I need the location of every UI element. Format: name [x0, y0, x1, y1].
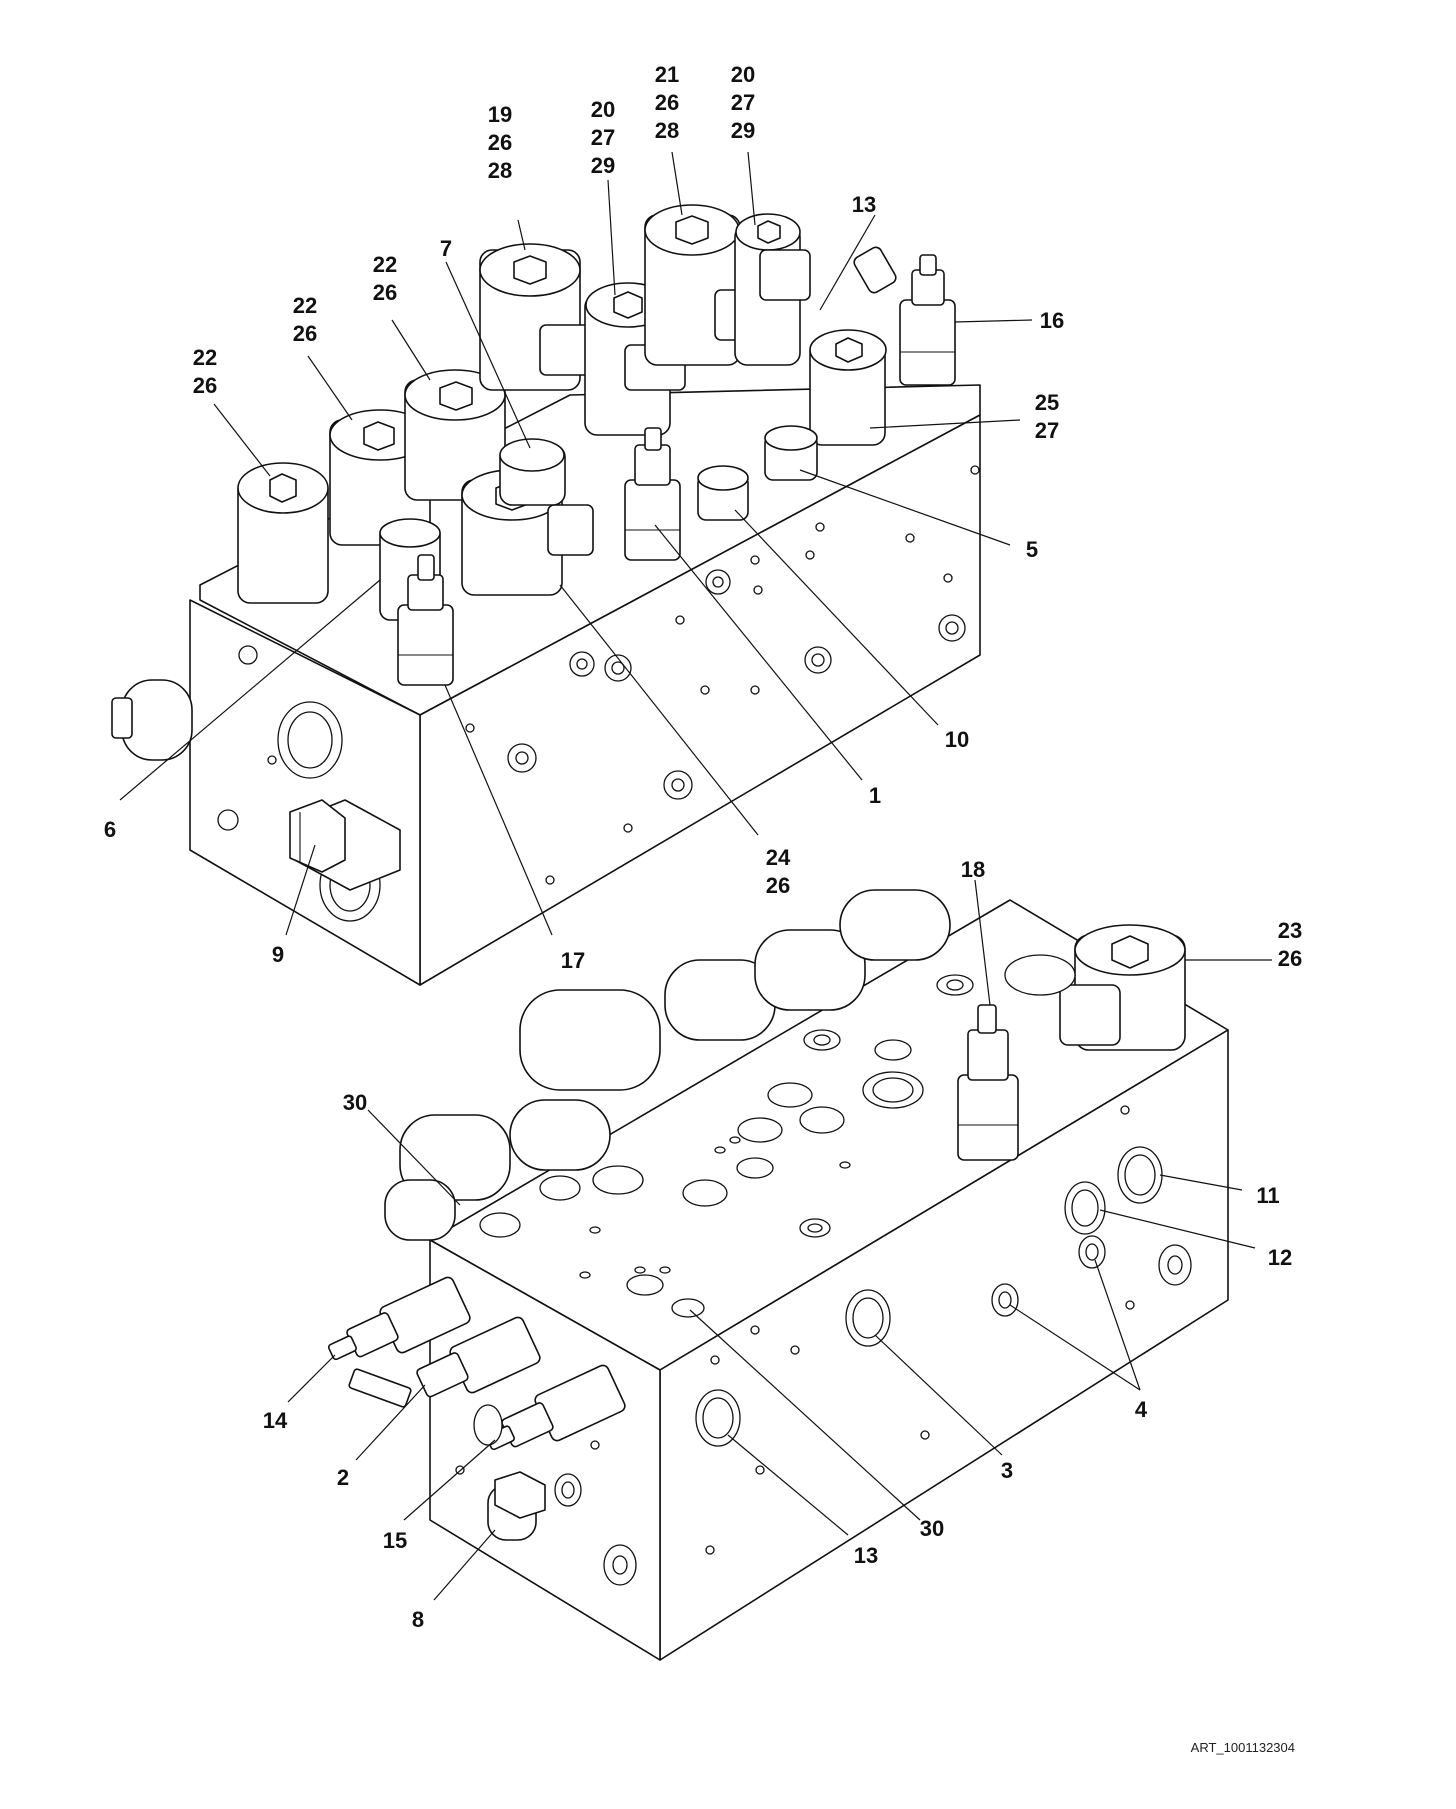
callout-12: 12	[1268, 1245, 1292, 1270]
callout-10: 10	[945, 727, 969, 752]
pin-hole	[267, 755, 277, 765]
callout-18: 18	[961, 857, 985, 882]
callout-5: 5	[1026, 537, 1038, 562]
callout-1: 1	[869, 783, 881, 808]
callout-14: 14	[263, 1408, 288, 1433]
cartridge-14	[327, 1276, 471, 1361]
callout-4: 4	[1135, 1397, 1148, 1422]
cartridge-17	[397, 554, 454, 686]
callout-15: 15	[383, 1528, 407, 1553]
callout-17: 17	[561, 948, 585, 973]
cartridge-valves-upper	[397, 246, 956, 686]
coil-25	[809, 329, 887, 446]
cartridge-1	[624, 427, 681, 561]
side-face-ports	[455, 1105, 1192, 1586]
callout-2: 2	[337, 1465, 349, 1490]
coil-23	[1059, 924, 1186, 1051]
top-face-ports	[479, 954, 1076, 1318]
plug-5	[764, 425, 818, 481]
mount-hole	[217, 809, 239, 831]
callout-9: 9	[272, 942, 284, 967]
front-face-ports	[465, 465, 980, 885]
solenoid-coils-upper	[237, 204, 887, 621]
cartridge-18	[957, 1004, 1019, 1161]
lower-manifold-assembly	[327, 889, 1229, 1661]
solenoid-coils-lower	[384, 889, 951, 1241]
callout-11: 11	[1256, 1183, 1279, 1208]
cartridge-13	[853, 246, 897, 294]
callout-16: 16	[1040, 308, 1064, 333]
end-port-inner	[287, 711, 333, 769]
cartridge-16	[899, 254, 956, 386]
cartridge-15	[485, 1364, 626, 1451]
callout-6: 6	[104, 817, 116, 842]
end-face-cartridges	[327, 1276, 626, 1541]
callout-13-a: 13	[852, 192, 876, 217]
plug-8	[487, 1471, 546, 1541]
callout-7: 7	[440, 236, 452, 261]
callout-30-b: 30	[920, 1516, 944, 1541]
callout-30-a: 30	[343, 1090, 367, 1115]
cartridge-2	[348, 1316, 541, 1408]
coil-7	[499, 438, 566, 506]
hex-plug-9	[289, 799, 401, 891]
plug-10	[697, 465, 749, 521]
coil-22-a	[237, 462, 329, 604]
callout-13-b: 13	[854, 1543, 878, 1568]
callout-8: 8	[412, 1607, 424, 1632]
mount-hole	[238, 645, 258, 665]
leader-lines	[119, 151, 1272, 1601]
coil-19	[479, 243, 596, 391]
side-cartridge	[111, 679, 193, 761]
art-id-label: ART_1001132304	[1191, 1740, 1295, 1755]
upper-manifold-assembly	[111, 204, 981, 986]
callout-3: 3	[1001, 1458, 1013, 1483]
coil-20-b	[734, 213, 811, 366]
